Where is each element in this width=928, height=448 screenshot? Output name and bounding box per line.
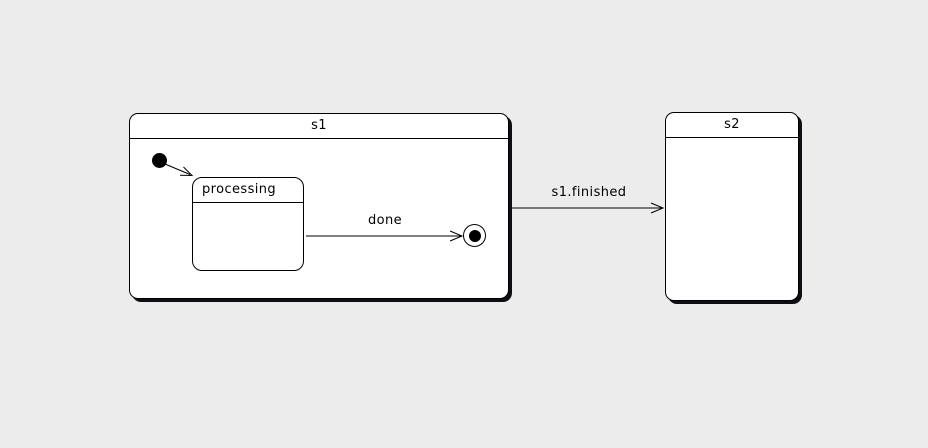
transition-s1-to-s2-arrowhead-icon: [650, 202, 665, 214]
final-state-inner-dot: [468, 229, 481, 242]
initial-state-icon[interactable]: [152, 153, 167, 168]
transition-s1-to-s2[interactable]: [512, 202, 665, 214]
state-processing[interactable]: processing: [192, 177, 304, 271]
state-s1-title: s1: [130, 114, 508, 139]
state-s2[interactable]: s2: [665, 112, 799, 301]
transition-done-label: done: [367, 213, 403, 228]
state-processing-title: processing: [193, 178, 303, 203]
final-state-icon[interactable]: [463, 224, 486, 247]
transition-s1-finished-label: s1.finished: [551, 185, 627, 200]
state-s1[interactable]: s1: [129, 113, 509, 299]
state-s2-title: s2: [666, 113, 798, 138]
